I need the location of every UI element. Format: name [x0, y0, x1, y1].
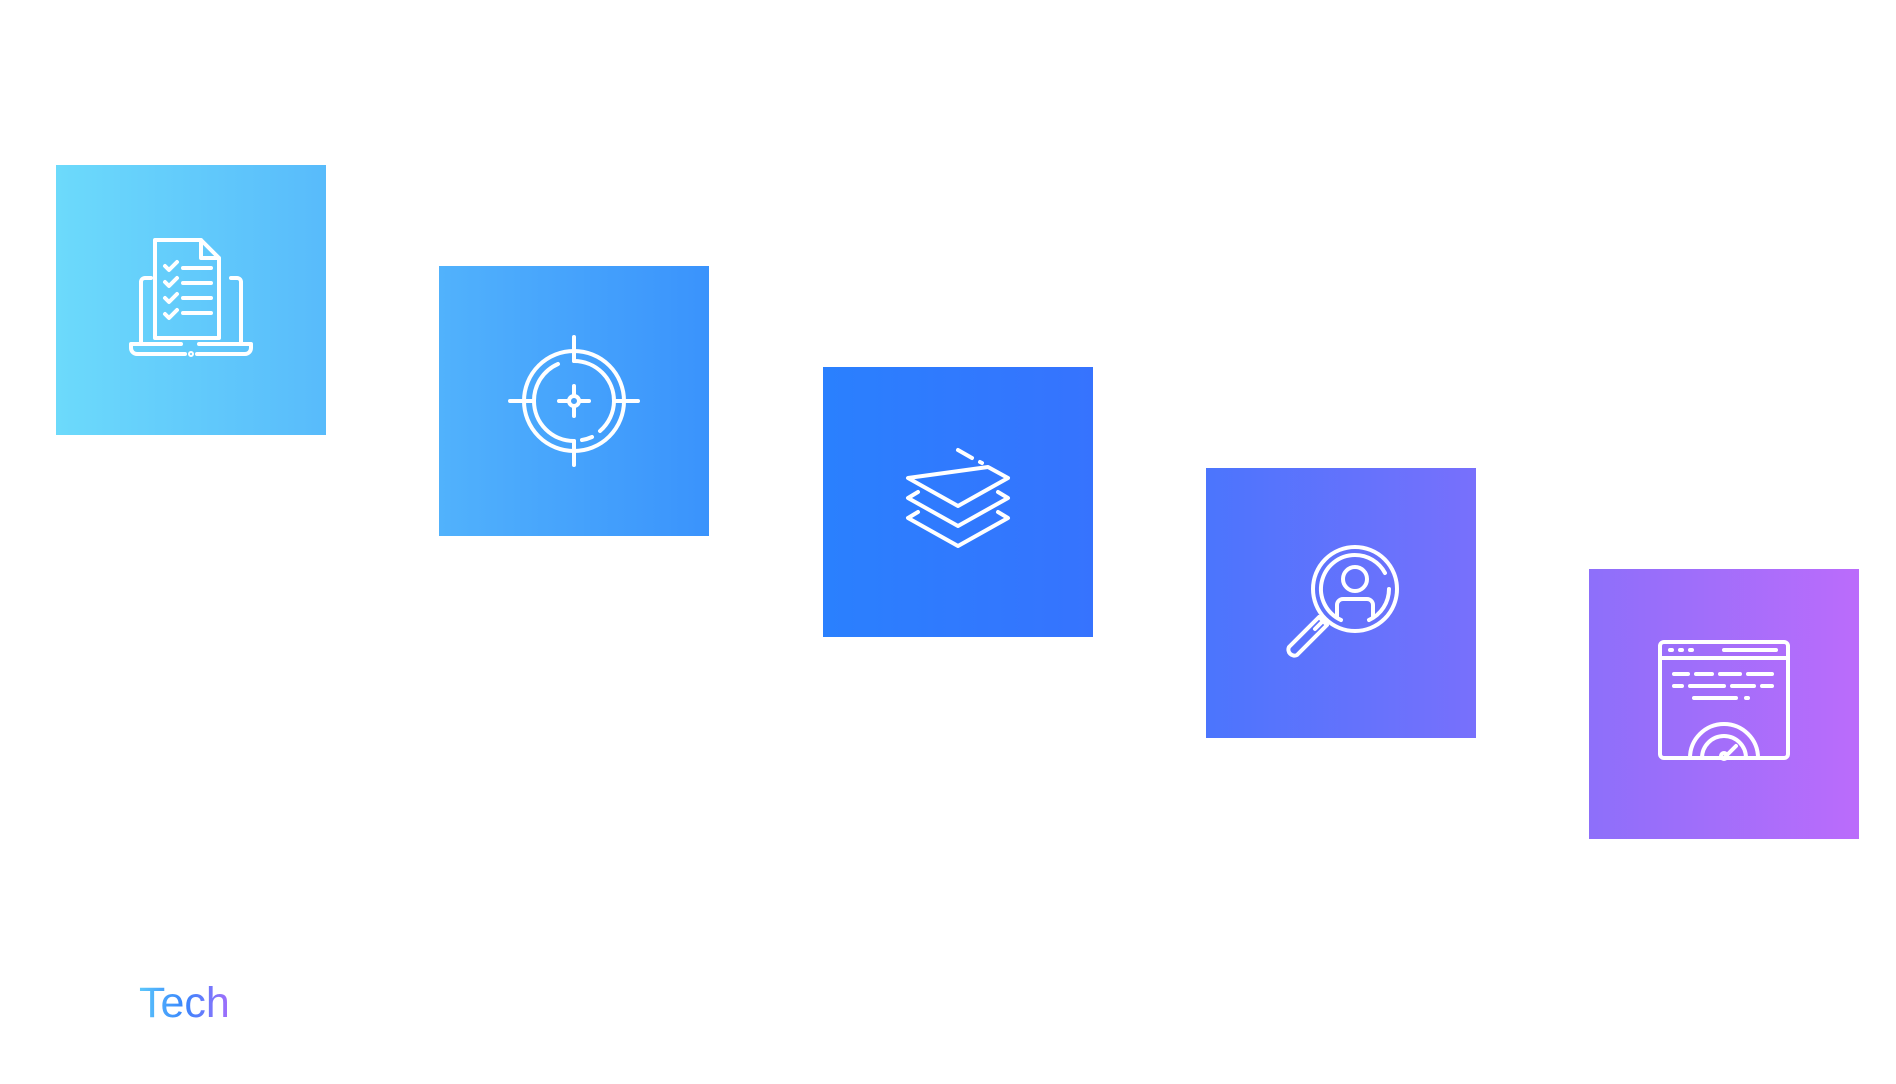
layers-icon [906, 448, 1010, 548]
tile-user-search [1206, 468, 1476, 738]
tech-label: Tech [139, 979, 230, 1027]
laptop-checklist-icon [129, 238, 253, 357]
user-search-icon [1286, 545, 1399, 658]
tile-layers [823, 367, 1093, 637]
target-crosshair-icon [508, 335, 640, 467]
web-speed-icon [1658, 640, 1790, 761]
tile-checklist [56, 165, 326, 435]
tile-web-speed [1589, 569, 1859, 839]
tile-target [439, 266, 709, 536]
